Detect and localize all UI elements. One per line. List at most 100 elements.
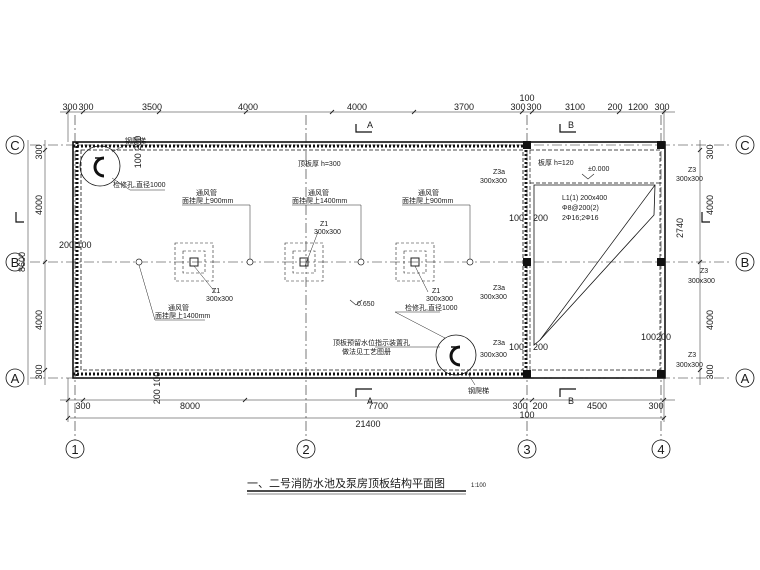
drawing-title-block: 一、二号消防水池及泵房顶板结构平面图 1:100 <box>247 476 487 495</box>
level-marker <box>581 173 595 180</box>
axis-label-a-left: A <box>11 371 20 386</box>
dim-text: 4500 <box>587 401 607 411</box>
note-col-z3: Z3 <box>700 268 708 275</box>
note-beam-l1-bars: 2Φ16;2Φ16 <box>562 215 599 222</box>
dim-text: 100 <box>519 410 534 420</box>
note-col-z1: Z1 <box>320 221 328 228</box>
note-beam-l1: L1(1) 200x400 <box>562 195 607 202</box>
leaders <box>111 144 476 386</box>
interior-columns <box>174 242 435 282</box>
dim-text: 300 <box>34 144 44 159</box>
column-z3-c4 <box>657 141 665 149</box>
dim-text: 4000 <box>705 195 715 215</box>
dim-text: 200 <box>607 102 622 112</box>
note-col-z1-size: 300x300 <box>314 229 341 236</box>
dim-text: 300 <box>648 401 663 411</box>
manholes <box>79 145 477 376</box>
note-water-level-1: 顶板预留水位指示装置孔 <box>333 338 410 347</box>
dimension-lines <box>27 108 701 422</box>
dimension-ticks <box>42 109 703 421</box>
section-labels: A A B B <box>367 120 574 406</box>
note-level-0650: 0.650 <box>357 301 375 308</box>
dim-text: 7700 <box>368 401 388 411</box>
column-z3-a4 <box>657 370 665 378</box>
slab-opening <box>533 184 656 346</box>
dim-total: 21400 <box>355 419 380 429</box>
note-col-z3a: Z3a <box>493 169 505 176</box>
dim-text: 300 <box>512 401 527 411</box>
note-vent: 通风管 <box>308 188 329 197</box>
dim-text: 100 <box>509 342 524 352</box>
axis-label-c-left: C <box>10 138 19 153</box>
note-col-z1-size: 300x300 <box>206 296 233 303</box>
vent-circle <box>246 258 254 266</box>
axis-bubble-labels: 1 2 3 4 C B A C B A <box>10 138 749 457</box>
section-label-a-top: A <box>367 120 373 130</box>
dim-text: 200 100 <box>59 240 92 250</box>
axis-label-1: 1 <box>71 442 78 457</box>
note-level-zero: ±0.000 <box>588 166 609 173</box>
note-col-z3a: Z3a <box>493 285 505 292</box>
note-col-z3: Z3 <box>688 167 696 174</box>
dim-text: 300 <box>654 102 669 112</box>
vent-circle <box>466 258 474 266</box>
drawing-title: 一、二号消防水池及泵房顶板结构平面图 <box>247 476 445 490</box>
annotations: 钢爬梯 检修孔,直径1000 顶板厚 h=300 通风管 面挂爬上900mm 通… <box>59 136 715 405</box>
dim-text: 3100 <box>565 102 585 112</box>
opening-diagonal <box>539 184 656 341</box>
axis-bubble-b-right <box>735 252 755 272</box>
manhole-bottom <box>435 334 477 376</box>
dim-text: 4000 <box>347 102 367 112</box>
note-hatch-bottom: 检修孔,直径1000 <box>405 303 458 312</box>
vent-circle <box>135 258 143 266</box>
right-dimensions: 300 4000 4000 300 2740 <box>675 144 715 379</box>
dim-text: 3500 <box>142 102 162 112</box>
note-col-z1: Z1 <box>212 288 220 295</box>
dim-text: 300 <box>62 102 77 112</box>
note-hatch-top: 检修孔,直径1000 <box>113 180 166 189</box>
dim-text: 4000 <box>705 310 715 330</box>
axis-bubble-a-right <box>735 368 755 388</box>
dim-text: 300 <box>34 364 44 379</box>
note-col-z3a-size: 300x300 <box>480 178 507 185</box>
dim-text: 200 100 <box>152 372 162 405</box>
axis-label-3: 3 <box>523 442 530 457</box>
note-col-z3a-size: 300x300 <box>480 294 507 301</box>
note-ladder-top: 钢爬梯 <box>125 136 146 145</box>
axis-label-c-right: C <box>740 138 749 153</box>
note-vent: 通风管 <box>168 303 189 312</box>
note-slab-main: 顶板厚 h=300 <box>298 159 341 168</box>
column-z3-b4 <box>657 258 665 266</box>
dim-text: 200 <box>532 401 547 411</box>
dim-text: 4000 <box>34 310 44 330</box>
drawing-scale: 1:100 <box>471 483 487 489</box>
axis-label-4: 4 <box>657 442 664 457</box>
dim-text: 100 <box>509 213 524 223</box>
dim-total-left: 8600 <box>17 252 27 272</box>
note-col-z1-size: 300x300 <box>426 296 453 303</box>
axis-bubble-1 <box>65 439 85 459</box>
dim-text: 100200 <box>641 332 671 342</box>
level-marker <box>349 299 363 306</box>
dim-text: 4000 <box>34 195 44 215</box>
section-label-b-top: B <box>568 120 574 130</box>
note-col-z3a-size: 300x300 <box>480 352 507 359</box>
axis-bubbles <box>5 135 755 459</box>
dim-text: 200 <box>533 342 548 352</box>
section-label-b-bottom: B <box>568 396 574 406</box>
section-markers <box>15 124 710 397</box>
dim-text: 2740 <box>675 218 685 238</box>
dim-text: 3700 <box>454 102 474 112</box>
column-z1-mid <box>284 242 324 282</box>
axis-bubble-4 <box>651 439 671 459</box>
vent-circle <box>357 258 365 266</box>
axis-bubble-2 <box>296 439 316 459</box>
dim-text: 300 <box>705 364 715 379</box>
axis-label-2: 2 <box>302 442 309 457</box>
dim-text: 200 <box>533 213 548 223</box>
note-ladder-bottom: 钢爬梯 <box>468 386 489 395</box>
note-slab-pump: 板厚 h=120 <box>538 158 574 167</box>
note-col-z3-size: 300x300 <box>688 278 715 285</box>
note-col-z1: Z1 <box>432 288 440 295</box>
column-z3a-a3 <box>523 370 531 378</box>
